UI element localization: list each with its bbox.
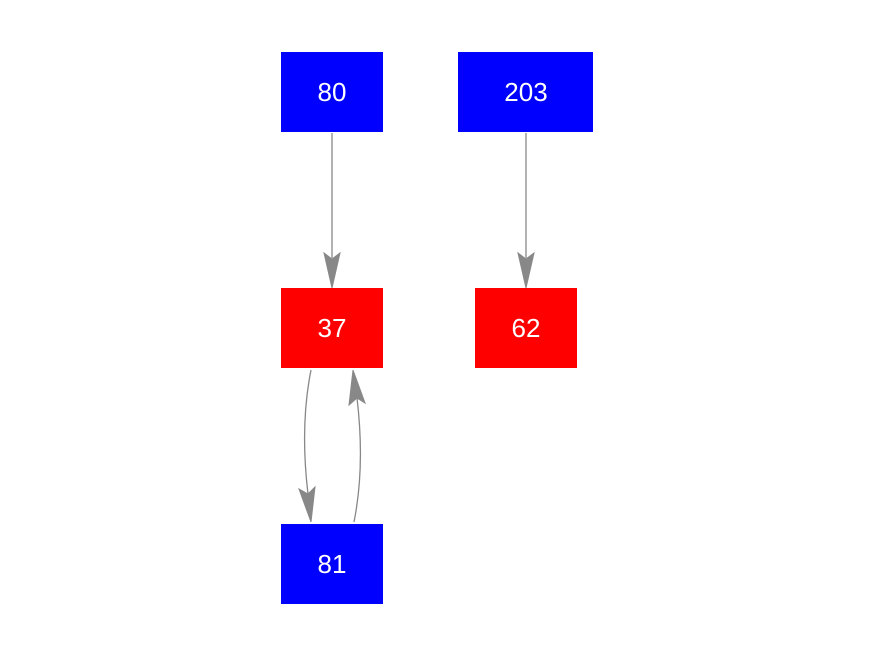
node-203-label: 203 <box>504 77 547 107</box>
node-80-label: 80 <box>318 77 347 107</box>
node-80-box <box>281 52 383 132</box>
node-80[interactable]: 80 <box>281 52 383 132</box>
arrowhead-icon <box>323 251 341 289</box>
nodes: 80 203 37 62 81 <box>281 52 593 604</box>
node-81-label: 81 <box>318 549 347 579</box>
edge-203-to-62 <box>517 133 535 289</box>
edges <box>298 133 535 523</box>
arrowhead-icon <box>517 251 535 289</box>
node-62[interactable]: 62 <box>475 288 577 368</box>
node-203[interactable]: 203 <box>458 52 593 132</box>
edge-81-to-37 <box>348 369 366 523</box>
arrowhead-icon <box>298 485 316 523</box>
edge-80-to-37 <box>323 133 341 289</box>
node-203-box <box>458 52 593 132</box>
node-37-box <box>281 288 383 368</box>
arrowhead-icon <box>348 369 366 407</box>
node-81-box <box>281 524 383 604</box>
node-62-label: 62 <box>512 313 541 343</box>
node-37-label: 37 <box>318 313 347 343</box>
edge-37-to-81 <box>298 369 316 523</box>
node-81[interactable]: 81 <box>281 524 383 604</box>
node-37[interactable]: 37 <box>281 288 383 368</box>
node-62-box <box>475 288 577 368</box>
